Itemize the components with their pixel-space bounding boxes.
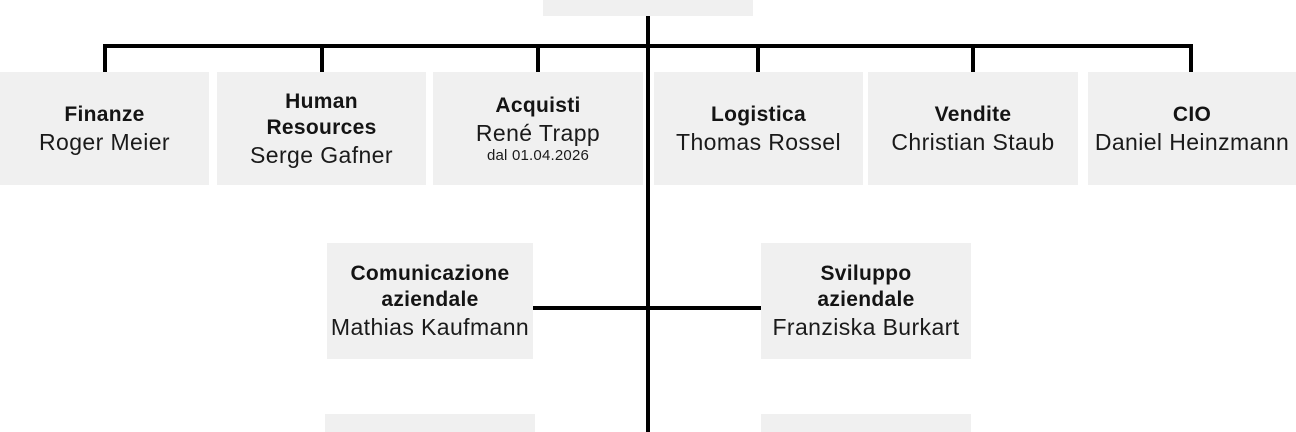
connector-horizontal-bus-line <box>103 44 1193 48</box>
department-title: Acquisti <box>495 93 581 117</box>
connector-drop-human-resources <box>320 44 324 72</box>
box-vendite: Vendite Christian Staub <box>868 72 1078 185</box>
connector-drop-vendite <box>971 44 975 72</box>
connector-root-vertical-line <box>646 16 650 432</box>
department-title: Finanze <box>64 102 145 126</box>
department-title: Vendite <box>934 102 1012 126</box>
department-title: CIO <box>1172 102 1212 126</box>
box-bottom-right-partial <box>761 414 971 432</box>
department-title: Logistica <box>711 102 806 126</box>
connector-drop-finanze <box>103 44 107 72</box>
staff-unit-person: Franziska Burkart <box>772 314 960 340</box>
connector-drop-cio <box>1189 44 1193 72</box>
box-sviluppo-aziendale: Sviluppo aziendale Franziska Burkart <box>761 243 971 359</box>
box-bottom-left-partial <box>325 414 535 432</box>
connector-drop-acquisti <box>536 44 540 72</box>
box-comunicazione-aziendale: Comunicazione aziendale Mathias Kaufmann <box>327 243 533 359</box>
box-human-resources: Human Resources Serge Gafner <box>217 72 426 185</box>
department-person: Daniel Heinzmann <box>1094 128 1290 155</box>
department-person: Christian Staub <box>891 128 1055 155</box>
box-finanze: Finanze Roger Meier <box>0 72 209 185</box>
staff-unit-title: Sviluppo aziendale <box>817 262 915 311</box>
department-person: René Trapp <box>475 119 601 146</box>
department-person: Roger Meier <box>39 128 170 155</box>
box-acquisti: Acquisti René Trapp dal 01.04.2026 <box>433 72 643 185</box>
connector-drop-logistica <box>756 44 760 72</box>
staff-unit-title: Comunicazione aziendale <box>350 262 510 311</box>
box-logistica: Logistica Thomas Rossel <box>654 72 863 185</box>
connector-staff-horizontal-line <box>533 306 761 310</box>
staff-unit-person: Mathias Kaufmann <box>330 314 530 340</box>
box-root-partial <box>543 0 753 16</box>
department-person: Serge Gafner <box>250 141 393 168</box>
department-start-date-note: dal 01.04.2026 <box>486 146 590 164</box>
box-cio: CIO Daniel Heinzmann <box>1088 72 1296 185</box>
department-person: Thomas Rossel <box>676 128 841 155</box>
department-title: Human Resources <box>266 89 377 139</box>
